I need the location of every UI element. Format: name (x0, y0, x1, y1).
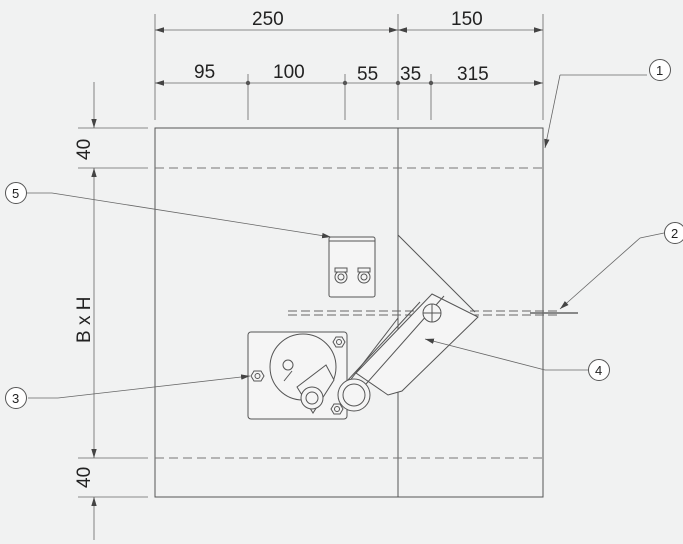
mounting-bracket (328, 236, 376, 298)
callout-2-label: 2 (671, 226, 678, 241)
dimension-top-margin-40: 40 (74, 139, 95, 160)
top-dimension-lines (154, 14, 544, 120)
callout-4-label: 4 (595, 363, 602, 378)
callout-2: 2 (559, 222, 683, 310)
dimension-segment-315: 315 (457, 64, 489, 85)
callout-5: 5 (5, 182, 332, 239)
dimension-bottom-margin-40: 40 (74, 467, 95, 488)
damper-frame (154, 127, 544, 498)
actuator-lever (347, 293, 479, 396)
callout-3: 3 (5, 374, 251, 409)
callout-1: 1 (544, 59, 671, 149)
dimension-segment-100: 100 (273, 62, 305, 83)
dimension-segment-95: 95 (194, 62, 215, 83)
callout-3-label: 3 (12, 391, 19, 406)
dimension-segment-55: 55 (357, 64, 378, 85)
drive-plate (247, 331, 371, 420)
dimension-width-250: 250 (252, 9, 284, 30)
dimension-width-150: 150 (451, 9, 483, 30)
callout-5-label: 5 (12, 186, 19, 201)
dimension-segment-35: 35 (400, 64, 421, 85)
callout-4: 4 (424, 338, 610, 381)
dimension-size-label: B x H (74, 297, 95, 343)
side-dimension-lines (78, 82, 148, 540)
callout-1-label: 1 (656, 63, 663, 78)
